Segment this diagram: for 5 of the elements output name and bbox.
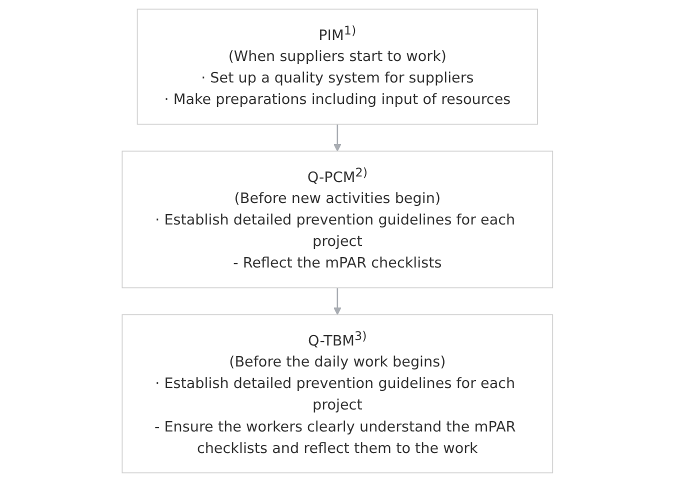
node-box: Q-TBM$^{3)}$ (Before the daily work begins) · Establish detailed prevention guidelines for each project - Ensure the workers clearly understand the mPAR checklists and reflect them to the work (122, 314, 554, 474)
node-box: PIM$^{1)}$ (When suppliers start to work) · Set up a quality system for suppliers · Make preparations including input of resources (136, 8, 538, 125)
arrow (334, 288, 342, 316)
node-box: Q-PCM$^{2)}$ (Before new activities begin) · Establish detailed prevention guidelines for each project - Reflect the mPAR checklists (122, 150, 554, 288)
arrow (334, 124, 342, 152)
